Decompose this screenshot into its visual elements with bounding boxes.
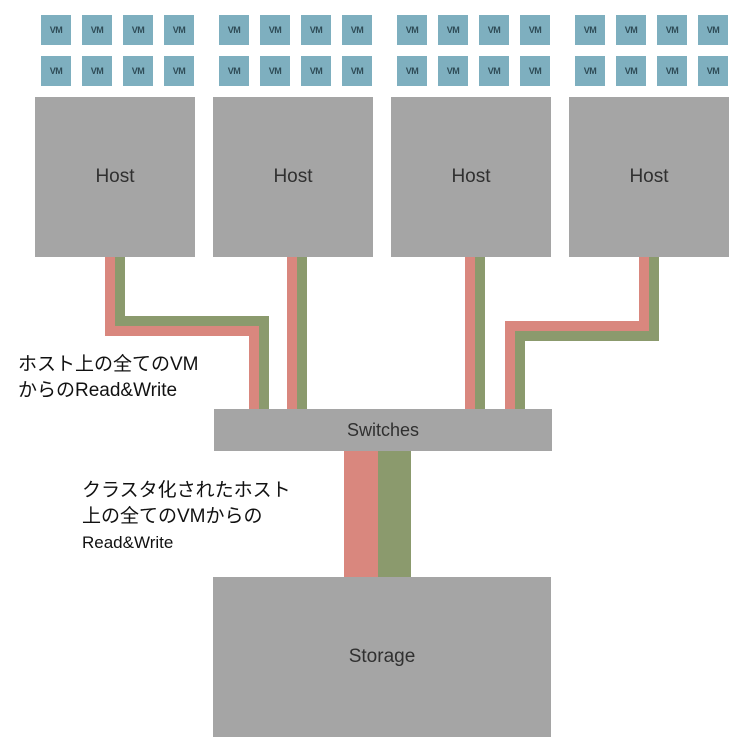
host-box-2: Host bbox=[213, 97, 373, 257]
vm-tile: VM bbox=[479, 15, 509, 45]
vm-tile: VM bbox=[657, 56, 687, 86]
vm-tile: VM bbox=[82, 15, 112, 45]
host-box-3: Host bbox=[391, 97, 551, 257]
vm-tile: VM bbox=[616, 15, 646, 45]
vm-tile: VM bbox=[520, 15, 550, 45]
trunk-write bbox=[378, 451, 411, 577]
host1-read-path bbox=[105, 257, 259, 409]
trunk-read bbox=[344, 451, 378, 577]
vm-tile: VM bbox=[342, 56, 372, 86]
vm-tile: VM bbox=[164, 56, 194, 86]
host-box-1: Host bbox=[35, 97, 195, 257]
vm-tile: VM bbox=[698, 15, 728, 45]
host-box-4: Host bbox=[569, 97, 729, 257]
vm-tile: VM bbox=[397, 15, 427, 45]
host-io-line2: からのRead&Write bbox=[18, 380, 178, 401]
vm-tile: VM bbox=[575, 15, 605, 45]
cluster-io-line1: クラスタ化されたホスト bbox=[82, 480, 291, 501]
vm-tile: VM bbox=[520, 56, 550, 86]
vm-tile: VM bbox=[657, 15, 687, 45]
vm-tile: VM bbox=[219, 15, 249, 45]
vm-tile: VM bbox=[698, 56, 728, 86]
cluster-io-annotation: クラスタ化されたホスト 上の全てのVMからの Read&Write bbox=[82, 478, 291, 556]
vm-tile: VM bbox=[438, 56, 468, 86]
vm-tile: VM bbox=[123, 56, 153, 86]
vm-tile: VM bbox=[164, 15, 194, 45]
host-label: Host bbox=[95, 166, 135, 187]
host-io-line1: ホスト上の全てのVM bbox=[18, 354, 199, 375]
vm-tile: VM bbox=[41, 15, 71, 45]
vm-tile: VM bbox=[342, 15, 372, 45]
vm-tile: VM bbox=[575, 56, 605, 86]
vm-tile: VM bbox=[260, 15, 290, 45]
vm-tile: VM bbox=[219, 56, 249, 86]
host-io-annotation: ホスト上の全てのVM からのRead&Write bbox=[18, 352, 199, 404]
host-label: Host bbox=[629, 166, 669, 187]
host4-read-path bbox=[505, 257, 649, 409]
storage-box: Storage bbox=[213, 577, 551, 737]
vm-tile: VM bbox=[479, 56, 509, 86]
cluster-io-line3: Read&Write bbox=[82, 533, 174, 552]
host-label: Host bbox=[451, 166, 491, 187]
vm-tile: VM bbox=[397, 56, 427, 86]
vm-tile: VM bbox=[301, 56, 331, 86]
storage-label: Storage bbox=[348, 646, 416, 667]
host-label: Host bbox=[273, 166, 313, 187]
cluster-io-line2: 上の全てのVMからの bbox=[82, 506, 263, 527]
vm-tile: VM bbox=[41, 56, 71, 86]
switches-box: Switches bbox=[214, 409, 552, 451]
vm-tile: VM bbox=[260, 56, 290, 86]
host4-write-path bbox=[515, 257, 659, 409]
vm-tile: VM bbox=[616, 56, 646, 86]
vm-tile: VM bbox=[438, 15, 468, 45]
vm-tile: VM bbox=[301, 15, 331, 45]
host1-write-path bbox=[115, 257, 269, 409]
switches-label: Switches bbox=[346, 419, 420, 440]
vm-tile: VM bbox=[123, 15, 153, 45]
vm-tile: VM bbox=[82, 56, 112, 86]
